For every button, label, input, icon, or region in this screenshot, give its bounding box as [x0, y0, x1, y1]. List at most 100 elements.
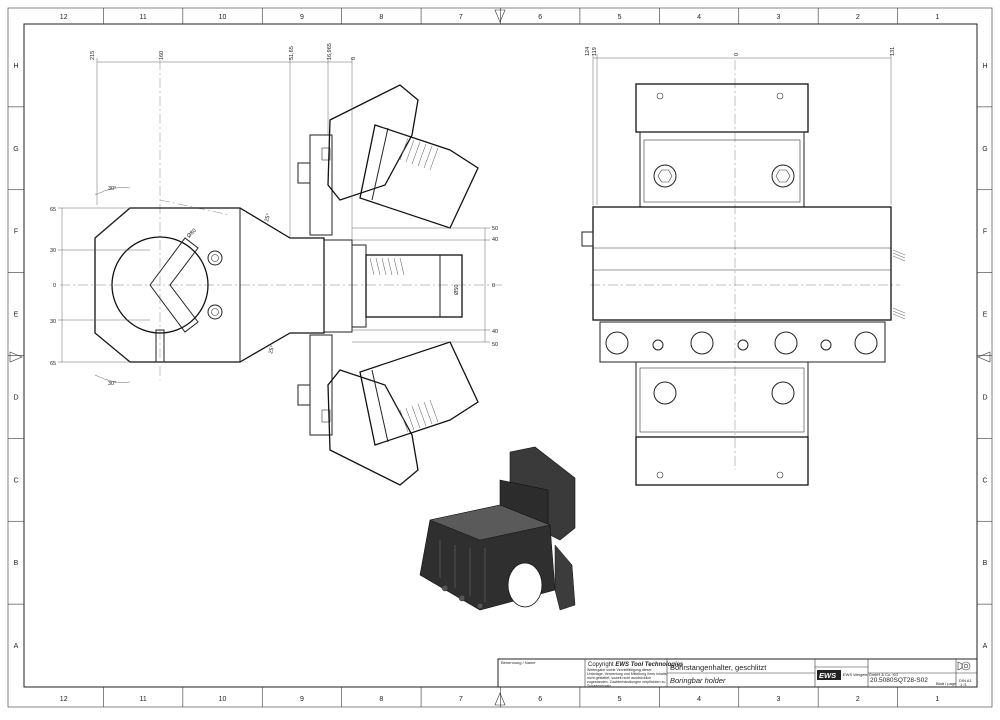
clamp-screw-top — [207, 250, 223, 266]
grid-col-label-top: 5 — [618, 14, 622, 21]
copyright-notice: Weitergabe sowie Vervielfältigung dieser… — [587, 668, 667, 687]
outer-border — [7, 7, 993, 708]
dim-right-2: 0 — [492, 283, 495, 289]
top-clamp-block — [635, 83, 809, 133]
side-plate-top — [309, 134, 333, 236]
grid-col-label-bottom: 10 — [219, 696, 227, 703]
grid-col-label-bottom: 2 — [856, 696, 860, 703]
title-block: Benennung / Name Copyright EWS Tool Tech… — [497, 658, 978, 688]
projection-symbol-icon — [961, 661, 971, 671]
center-arrow-right — [977, 351, 991, 363]
dim-tool-diameter: Ø50 — [454, 285, 460, 295]
grid-row-label-right: H — [982, 63, 987, 70]
grid-row-label-left: H — [13, 63, 18, 70]
screw-row — [599, 321, 886, 363]
dim-right-0: 50 — [492, 226, 498, 232]
grid-col-label-bottom: 3 — [777, 696, 781, 703]
thread-center — [369, 257, 405, 276]
upper-clamp-plate — [639, 131, 805, 208]
dim-top-2: 51,65 — [289, 46, 295, 60]
clamp-screw-bottom — [207, 304, 223, 320]
dim-top-1: 160 — [159, 51, 165, 60]
company-name: EWS Weigele GmbH & Co. KG — [843, 672, 898, 677]
grid-col-label-top: 7 — [459, 14, 463, 21]
grid-col-label-bottom: 9 — [300, 696, 304, 703]
dim-angle-small-bottom: 25° — [268, 345, 276, 355]
grid-col-label-bottom: 6 — [538, 696, 542, 703]
slot-gap — [155, 329, 165, 363]
angled-tool-top — [327, 84, 479, 229]
center-arrow-bottom — [494, 692, 506, 706]
dim-bore-diameter: Ø80 — [186, 228, 198, 240]
grid-col-label-bottom: 8 — [379, 696, 383, 703]
dim-angle-top: 30° — [108, 186, 116, 192]
ews-logo: EWS — [819, 671, 836, 680]
front-view: 215 160 51,65 16,965 0 65 30 0 30 65 50 … — [50, 43, 505, 486]
grid-col-label-bottom: 1 — [935, 696, 939, 703]
dim-top-3: 16,965 — [327, 43, 333, 60]
dim-right-1: 40 — [492, 237, 498, 243]
grid-row-label-left: F — [14, 229, 18, 236]
angled-tool-bottom — [327, 341, 479, 486]
side-view: 124 119 0 131 — [581, 47, 906, 486]
grid-col-label-top: 6 — [538, 14, 542, 21]
grid-row-labels-left: H G F E D C B A — [13, 63, 18, 650]
drawing-title-de: Bohrstangenhalter, geschlitzt — [670, 663, 767, 672]
dim-right-3: 40 — [492, 329, 498, 335]
dim-left-1: 30 — [50, 248, 56, 254]
drawing-title-en: Boringbar holder — [670, 676, 726, 685]
lower-clamp-plate — [635, 361, 809, 438]
grid-col-label-bottom: 7 — [459, 696, 463, 703]
grid-row-label-left: D — [13, 394, 18, 401]
grid-row-label-right: F — [983, 229, 987, 236]
dim-side-0: 124 — [585, 47, 591, 56]
grid-row-label-right: A — [983, 643, 988, 650]
isometric-view — [419, 446, 576, 611]
grid-row-label-left: G — [13, 146, 18, 153]
grid-row-label-right: G — [982, 146, 987, 153]
grid-row-label-right: D — [982, 394, 987, 401]
iso-side-plate — [554, 544, 576, 611]
sheet-label: Blatt / page — [936, 681, 957, 686]
grid-column-labels-top: 12 11 10 9 8 7 6 5 4 3 2 1 — [60, 14, 940, 21]
drawing-number: 20.5080SQT28-S02 — [870, 677, 928, 684]
grid-col-label-top: 4 — [697, 14, 701, 21]
grid-col-label-top: 10 — [219, 14, 227, 21]
grid-col-label-top: 1 — [935, 14, 939, 21]
dim-top-4: 0 — [351, 57, 357, 60]
grid-col-label-top: 9 — [300, 14, 304, 21]
copyright-heading: Copyright EWS Tool Technologies — [588, 662, 684, 668]
center-arrow-left — [9, 351, 23, 363]
bore-circle — [111, 236, 209, 334]
grid-row-label-left: A — [14, 643, 19, 650]
grid-col-label-top: 8 — [379, 14, 383, 21]
tool-mount — [323, 239, 353, 333]
dim-left-3: 30 — [50, 319, 56, 325]
dim-angle-bottom: 30° — [108, 381, 116, 387]
grid-row-label-right: C — [982, 477, 987, 484]
dim-side-1: 119 — [592, 47, 598, 56]
grid-row-label-right: E — [983, 312, 988, 319]
dim-right-4: 50 — [492, 342, 498, 348]
grid-col-label-top: 12 — [60, 14, 68, 21]
bottom-clamp-block — [635, 436, 809, 486]
dim-top-0: 215 — [90, 51, 96, 60]
grid-col-label-bottom: 11 — [139, 696, 146, 703]
grid-col-label-top: 3 — [777, 14, 781, 21]
grid-row-label-left: E — [14, 312, 19, 319]
dim-left-0: 65 — [50, 207, 56, 213]
grid-row-label-left: B — [14, 560, 19, 567]
dim-left-2: 0 — [53, 283, 56, 289]
dim-side-2: 0 — [734, 53, 740, 56]
title-block-caption: Benennung / Name — [501, 660, 536, 665]
grid-col-label-bottom: 5 — [618, 696, 622, 703]
grid-col-label-top: 11 — [139, 14, 146, 21]
grid-row-label-left: C — [13, 477, 18, 484]
grid-col-label-top: 2 — [856, 14, 860, 21]
grid-row-labels-right: H G F E D C B A — [982, 63, 987, 650]
grid-row-label-right: B — [983, 560, 988, 567]
dim-angle-small-top: 25° — [264, 213, 272, 223]
main-body-side — [592, 206, 892, 321]
